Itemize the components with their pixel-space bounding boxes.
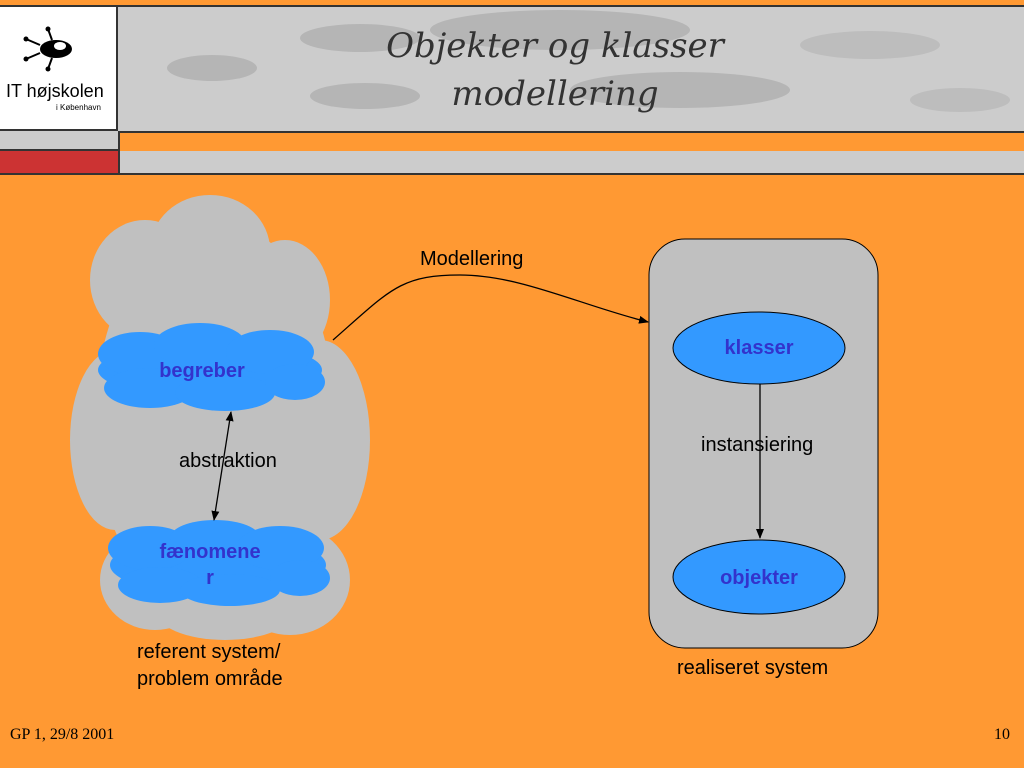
abstraction-label: abstraktion xyxy=(179,450,277,472)
begreber-label: begreber xyxy=(159,360,245,382)
header-divider xyxy=(118,131,120,175)
header-red-stripe xyxy=(0,151,118,175)
logo-subtitle: i København xyxy=(56,103,101,112)
abstraction-arrow xyxy=(211,411,234,521)
slide-header: IT højskolen i København Objekter og kla… xyxy=(0,0,1024,176)
faenomener-label-line-1: fænomene xyxy=(159,541,260,563)
referent-caption-line-2: problem område xyxy=(137,668,283,690)
faenomener-label-line-2: r xyxy=(206,567,214,589)
modelling-arrow xyxy=(332,274,649,341)
modelling-label: Modellering xyxy=(420,248,524,270)
footer-date: GP 1, 29/8 2001 xyxy=(10,726,115,743)
logo-icon xyxy=(23,26,72,72)
header-stripe xyxy=(0,131,118,151)
logo-name: IT højskolen xyxy=(6,81,104,101)
objekter-node xyxy=(672,539,846,615)
header-decoration xyxy=(167,10,1010,112)
klasser-node xyxy=(672,311,846,385)
header-grey-stripe xyxy=(120,151,1024,175)
referent-caption-line-1: referent system/ xyxy=(137,641,281,663)
instantiation-label: instansiering xyxy=(701,434,814,456)
slide-title: Objekter og klasser modellering xyxy=(300,22,810,118)
klasser-label: klasser xyxy=(725,337,794,359)
title-line-1: Objekter og klasser xyxy=(386,26,724,66)
objekter-label: objekter xyxy=(720,567,798,589)
page-number: 10 xyxy=(994,726,1010,743)
begreber-cloud xyxy=(98,323,325,411)
faenomener-cloud xyxy=(108,520,330,606)
logo: IT højskolen i København xyxy=(0,5,118,131)
realized-caption: realiseret system xyxy=(677,657,829,679)
title-line-2: modellering xyxy=(451,74,659,114)
